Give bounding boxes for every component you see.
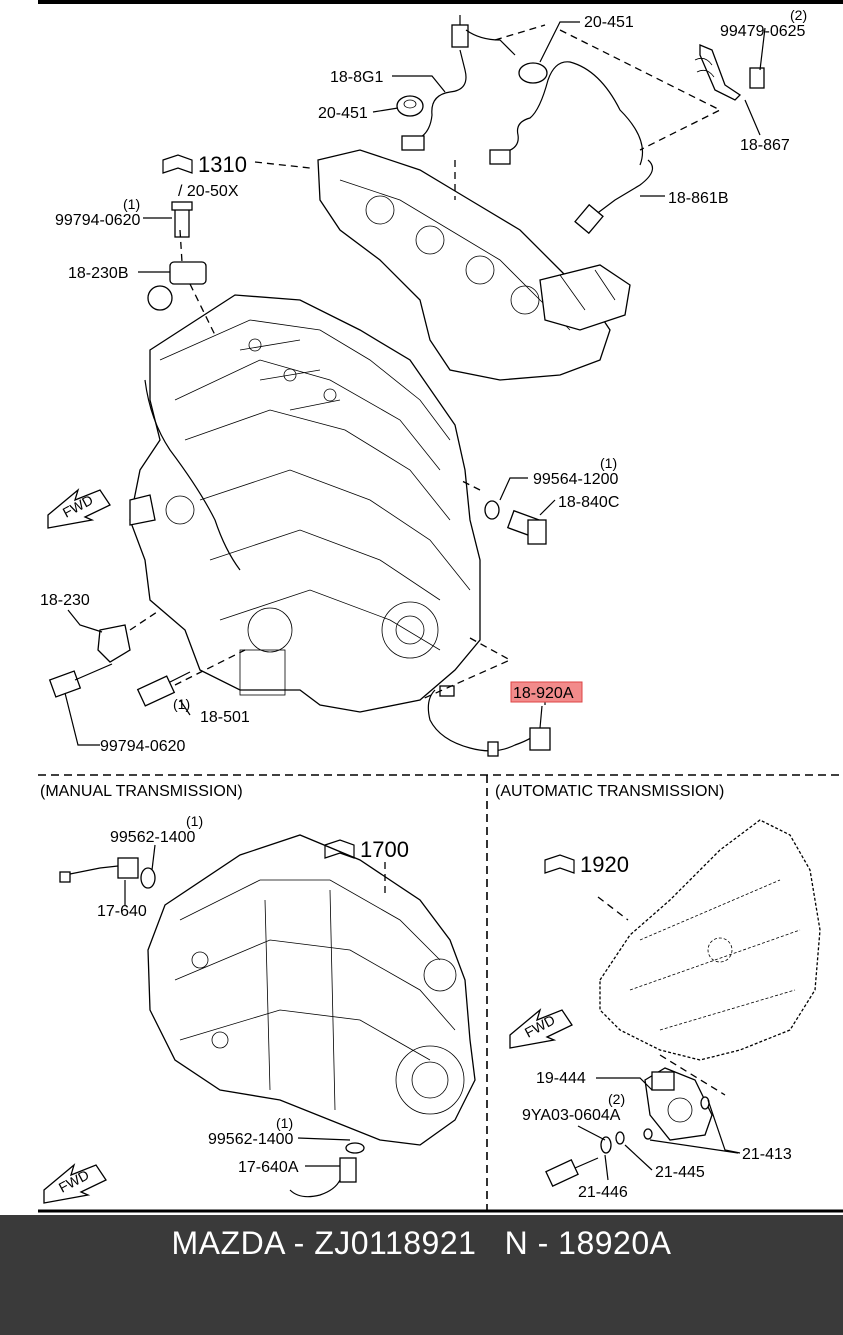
part-label-18-8g1[interactable]: 18-8G1: [330, 69, 383, 86]
leader-lines-upper: [129, 24, 722, 701]
part-label-18-920a[interactable]: 18-920A: [513, 685, 574, 702]
part-qty-18-501: (1): [173, 696, 190, 712]
automatic-transmission-drawing: [599, 819, 821, 1061]
ref-label-1700[interactable]: 1700: [360, 837, 409, 862]
section-title-manual: (MANUAL TRANSMISSION): [40, 783, 243, 800]
sensor-18-840c[interactable]: [484, 500, 547, 545]
ref-label-1920[interactable]: 1920: [580, 852, 629, 877]
parts-diagram: FWD: [38, 0, 843, 1213]
part-label-21-445[interactable]: 21-445: [655, 1164, 705, 1181]
book-icon-1920: [544, 854, 575, 874]
part-label-18-840c[interactable]: 18-840C: [558, 494, 619, 511]
part-qty-99562-a: (1): [186, 813, 203, 829]
part-label-17-640a[interactable]: 17-640A: [238, 1159, 299, 1176]
bolts-9ya03[interactable]: [545, 1131, 625, 1188]
ref-label-20-50x[interactable]: / 20-50X: [178, 183, 239, 200]
fwd-arrow-upper: FWD: [47, 488, 111, 529]
part-label-99479-0625[interactable]: 99479-0625: [720, 23, 806, 40]
crank-position-sensor[interactable]: [48, 624, 131, 698]
part-qty-99479: (2): [790, 7, 807, 23]
part-label-19-444[interactable]: 19-444: [536, 1070, 586, 1087]
part-label-18-230[interactable]: 18-230: [40, 592, 90, 609]
switch-17-640a[interactable]: [289, 1142, 365, 1198]
part-label-99562-1400-a[interactable]: 99562-1400: [110, 829, 196, 846]
part-number-caption: MAZDA - ZJ0118921 N - 18920A: [171, 1225, 672, 1261]
part-qty-99794-top: (1): [123, 196, 140, 212]
part-label-18-867[interactable]: 18-867: [740, 137, 790, 154]
part-label-99794-0620-bottom[interactable]: 99794-0620: [100, 738, 186, 755]
exhaust-manifold-drawing: [317, 149, 631, 381]
part-label-17-640[interactable]: 17-640: [97, 903, 147, 920]
engine-block-drawing: [129, 285, 481, 713]
cam-position-sensor[interactable]: [169, 201, 207, 285]
fwd-arrow-automatic: FWD: [509, 1008, 573, 1049]
part-label-99564-1200[interactable]: 99564-1200: [533, 471, 619, 488]
part-label-21-446[interactable]: 21-446: [578, 1184, 628, 1201]
part-label-20-451-top[interactable]: 20-451: [584, 14, 634, 31]
reverse-switch-17-640[interactable]: [59, 857, 156, 889]
oxygen-sensor-rear[interactable]: [489, 61, 654, 235]
gasket-20-451: [396, 62, 548, 117]
part-qty-9ya03: (2): [608, 1091, 625, 1107]
highlight-box-18-920a: [510, 681, 583, 703]
book-icon-1700: [324, 839, 355, 859]
part-label-18-861b[interactable]: 18-861B: [668, 190, 729, 207]
ref-label-1310[interactable]: 1310: [198, 152, 247, 177]
part-label-99794-0620-top[interactable]: 99794-0620: [55, 212, 141, 229]
part-label-99562-1400-b[interactable]: 99562-1400: [208, 1131, 294, 1148]
sensor-18-501[interactable]: [136, 671, 191, 707]
part-label-9ya03-0604a[interactable]: 9YA03-0604A: [522, 1107, 621, 1124]
fwd-arrow-manual: FWD: [43, 1163, 107, 1204]
oxygen-sensor-front[interactable]: [401, 15, 516, 151]
leader-lines-manual: [124, 844, 386, 1167]
part-labels: 20-451 (2) 99479-0625 18-8G1 20-451 18-8…: [40, 7, 807, 1201]
leader-lines-solid: [64, 21, 766, 746]
part-label-21-413[interactable]: 21-413: [742, 1146, 792, 1163]
part-label-20-451-mid[interactable]: 20-451: [318, 105, 368, 122]
footer-bar: MAZDA - ZJ0118921 N - 18920A: [0, 1215, 843, 1335]
part-label-18-501[interactable]: 18-501: [200, 709, 250, 726]
part-qty-99564: (1): [600, 455, 617, 471]
book-icon-1310: [162, 154, 193, 174]
tr-switch-19-444[interactable]: [643, 1067, 713, 1141]
dipstick-tube: [144, 379, 241, 571]
leader-lines-automatic: [577, 896, 741, 1181]
section-title-automatic: (AUTOMATIC TRANSMISSION): [495, 783, 724, 800]
part-qty-99562-b: (1): [276, 1115, 293, 1131]
bracket-18-867: [694, 44, 765, 101]
manual-transmission-drawing: [147, 834, 476, 1146]
part-label-18-230b[interactable]: 18-230B: [68, 265, 129, 282]
